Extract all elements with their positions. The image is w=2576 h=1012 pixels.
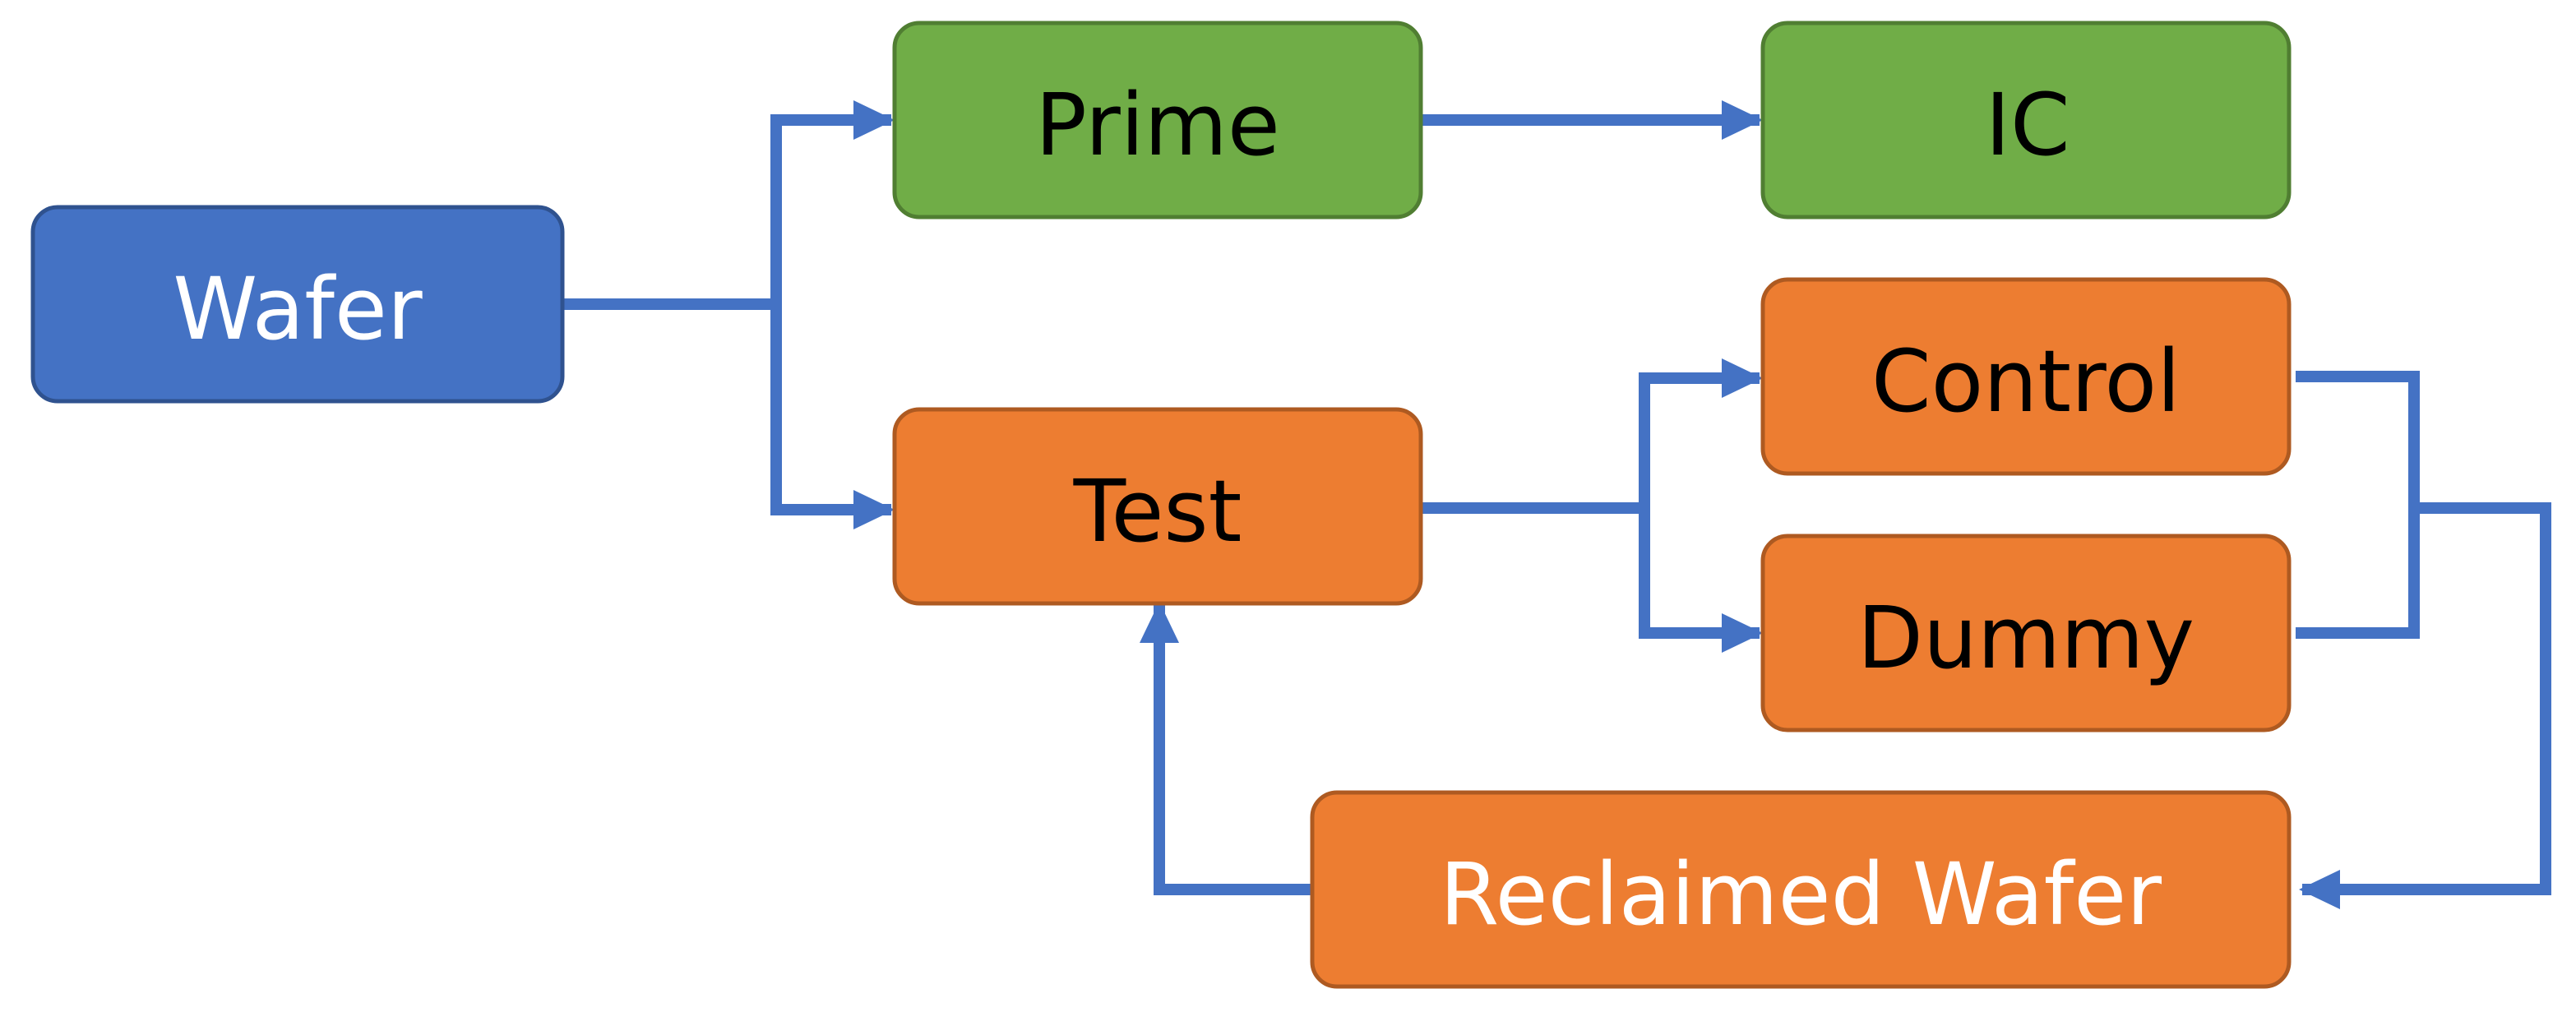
node-box <box>892 407 1423 606</box>
node-box <box>892 21 1423 219</box>
node-wafer[interactable]: Wafer <box>30 205 565 404</box>
node-reclaimed-wafer[interactable]: Reclaimed Wafer <box>1310 790 2292 989</box>
node-ic[interactable]: IC <box>1760 21 2292 219</box>
node-test[interactable]: Test <box>892 407 1423 606</box>
node-label: IC <box>1985 75 2070 175</box>
node-dummy[interactable]: Dummy <box>1760 534 2292 732</box>
edge-test-to-control <box>1421 358 1763 514</box>
edge-test-to-dummy <box>1639 508 1763 653</box>
node-box <box>30 205 565 404</box>
node-box <box>1760 277 2292 476</box>
node-label: Reclaimed Wafer <box>1440 844 2162 945</box>
node-control[interactable]: Control <box>1760 277 2292 476</box>
node-label: Test <box>1073 461 1242 561</box>
edge-control-to-reclaimed <box>2296 371 2551 909</box>
connectors <box>562 100 2551 909</box>
edge-wafer-to-prime <box>562 100 895 310</box>
node-prime[interactable]: Prime <box>892 21 1423 219</box>
node-label: Control <box>1871 331 2181 432</box>
node-label: Wafer <box>173 259 423 359</box>
edge-dummy-to-reclaimed <box>2296 508 2420 639</box>
node-box <box>1310 790 2292 989</box>
node-label: Prime <box>1035 75 1280 175</box>
edge-wafer-to-test <box>770 304 895 529</box>
edge-reclaimed-to-test <box>1140 602 1312 895</box>
node-box <box>1760 534 2292 732</box>
node-box <box>1760 21 2292 219</box>
node-label: Dummy <box>1857 588 2194 688</box>
